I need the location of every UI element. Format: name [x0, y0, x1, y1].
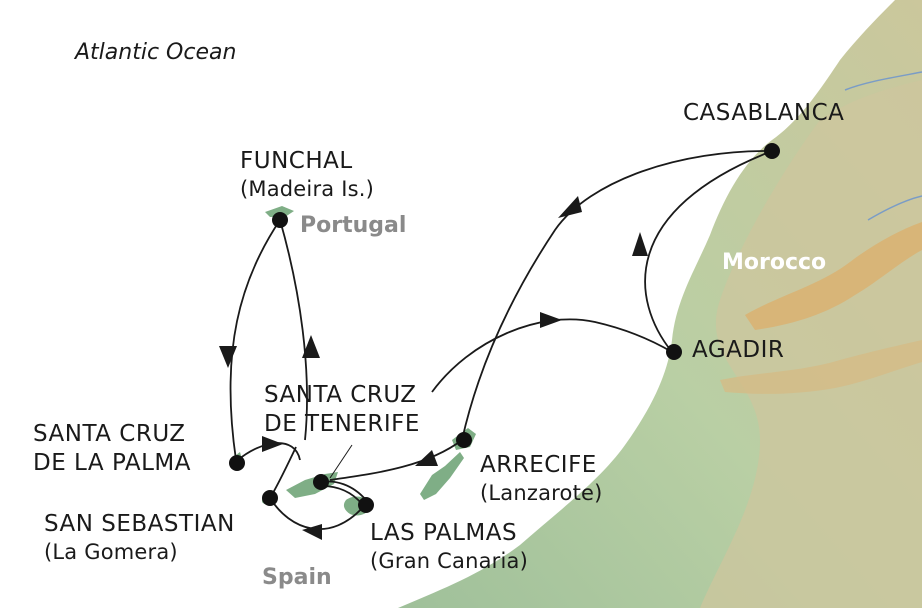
port-label-agadir: AGADIR [692, 337, 785, 363]
route-casablanca-to-arrecife [461, 150, 773, 441]
port-dot-arrecife [456, 432, 472, 448]
route-agadir-to-casablanca [644, 150, 773, 353]
river-north [844, 71, 922, 91]
route-funchal-to-lapalma [229, 219, 281, 461]
atlas-mountains [745, 222, 922, 330]
route-tenerife-to-arrecife [329, 439, 463, 481]
port-dot-tenerife [313, 474, 329, 490]
country-label-spain: Spain [262, 565, 332, 590]
port-label-la-palma-line2: DE LA PALMA [33, 450, 191, 476]
port-markers [229, 143, 780, 513]
port-label-la-palma-line1: SANTA CRUZ [33, 421, 186, 447]
port-sublabel-san-sebastian: (La Gomera) [44, 540, 178, 564]
port-dot-casablanca [764, 143, 780, 159]
arrowhead-casablanca-leg [632, 232, 648, 256]
port-label-casablanca: CASABLANCA [683, 100, 845, 126]
route-arrowheads [219, 196, 648, 540]
port-sublabel-arrecife: (Lanzarote) [480, 481, 603, 505]
port-sublabel-las-palmas: (Gran Canaria) [370, 549, 528, 573]
tenerife-island [286, 472, 338, 498]
anti-atlas [720, 340, 922, 394]
inland-plateau [700, 80, 922, 608]
port-label-arrecife: ARRECIFE [480, 452, 597, 478]
fuerteventura-island [420, 452, 464, 500]
port-sublabel-funchal: (Madeira Is.) [240, 177, 375, 201]
port-dot-la-palma [229, 455, 245, 471]
arrowhead-gomera-leg [302, 524, 322, 540]
country-label-portugal: Portugal [300, 213, 407, 238]
port-label-san-sebastian: SAN SEBASTIAN [44, 511, 235, 537]
cruise-routes [229, 150, 773, 531]
port-label-funchal: FUNCHAL [240, 148, 353, 174]
tenerife-label-leader [329, 444, 353, 479]
port-dot-san-sebastian [262, 490, 278, 506]
port-label-las-palmas: LAS PALMAS [370, 520, 518, 546]
madeira-island [265, 206, 294, 217]
arrowhead-agadir-leg [540, 312, 562, 328]
port-dot-agadir [666, 344, 682, 360]
arrowhead-funchal-leg-up [302, 335, 320, 358]
river-mid [867, 195, 922, 221]
route-laspalmas-to-agadir [431, 318, 673, 393]
arrowhead-arrecife-leg [415, 450, 438, 466]
port-dot-las-palmas [358, 497, 374, 513]
port-label-tenerife-line1: SANTA CRUZ [264, 382, 417, 408]
port-label-tenerife-line2: DE TENERIFE [264, 411, 420, 437]
arrowhead-return-leg [558, 196, 582, 218]
country-label-morocco: Morocco [722, 250, 827, 275]
arrowhead-funchal-leg-down [219, 346, 237, 368]
ocean-label: Atlantic Ocean [75, 40, 237, 65]
arrowhead-lapalma-leg [262, 436, 283, 452]
port-dot-funchal [272, 212, 288, 228]
route-tenerife-to-funchal [279, 219, 308, 441]
